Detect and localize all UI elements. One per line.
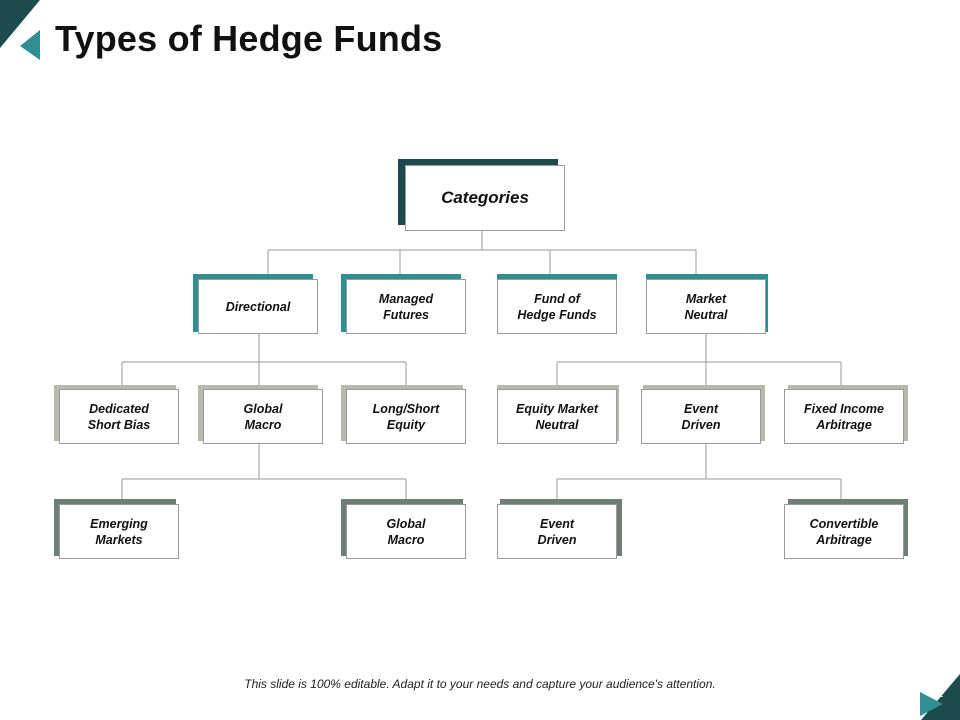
categories-box: Categories — [405, 165, 565, 231]
directional-box: Directional — [198, 279, 318, 334]
fixed-income-arbitrage-box: Fixed Income Arbitrage — [784, 389, 904, 444]
page-number: 21 — [930, 686, 944, 700]
page-title: Types of Hedge Funds — [55, 18, 443, 59]
event-driven-box: Event Driven — [641, 389, 761, 444]
fund-of-hedge-funds-box: Fund of Hedge Funds — [497, 279, 617, 334]
global-macro-leaf-box: Global Macro — [346, 504, 466, 559]
long-short-equity-box: Long/Short Equity — [346, 389, 466, 444]
convertible-arbitrage-box: Convertible Arbitrage — [784, 504, 904, 559]
footer-note: This slide is 100% editable. Adapt it to… — [244, 677, 716, 691]
dedicated-short-bias-box: Dedicated Short Bias — [59, 389, 179, 444]
equity-market-neutral-box: Equity Market Neutral — [497, 389, 617, 444]
corner-triangle-bottom-right — [920, 674, 960, 720]
corner-triangle-top-left — [0, 0, 40, 60]
managed-futures-box: Managed Futures — [346, 279, 466, 334]
market-neutral-box: Market Neutral — [646, 279, 766, 334]
emerging-markets-box: Emerging Markets — [59, 504, 179, 559]
global-macro-box: Global Macro — [203, 389, 323, 444]
event-driven-leaf-box: Event Driven — [497, 504, 617, 559]
